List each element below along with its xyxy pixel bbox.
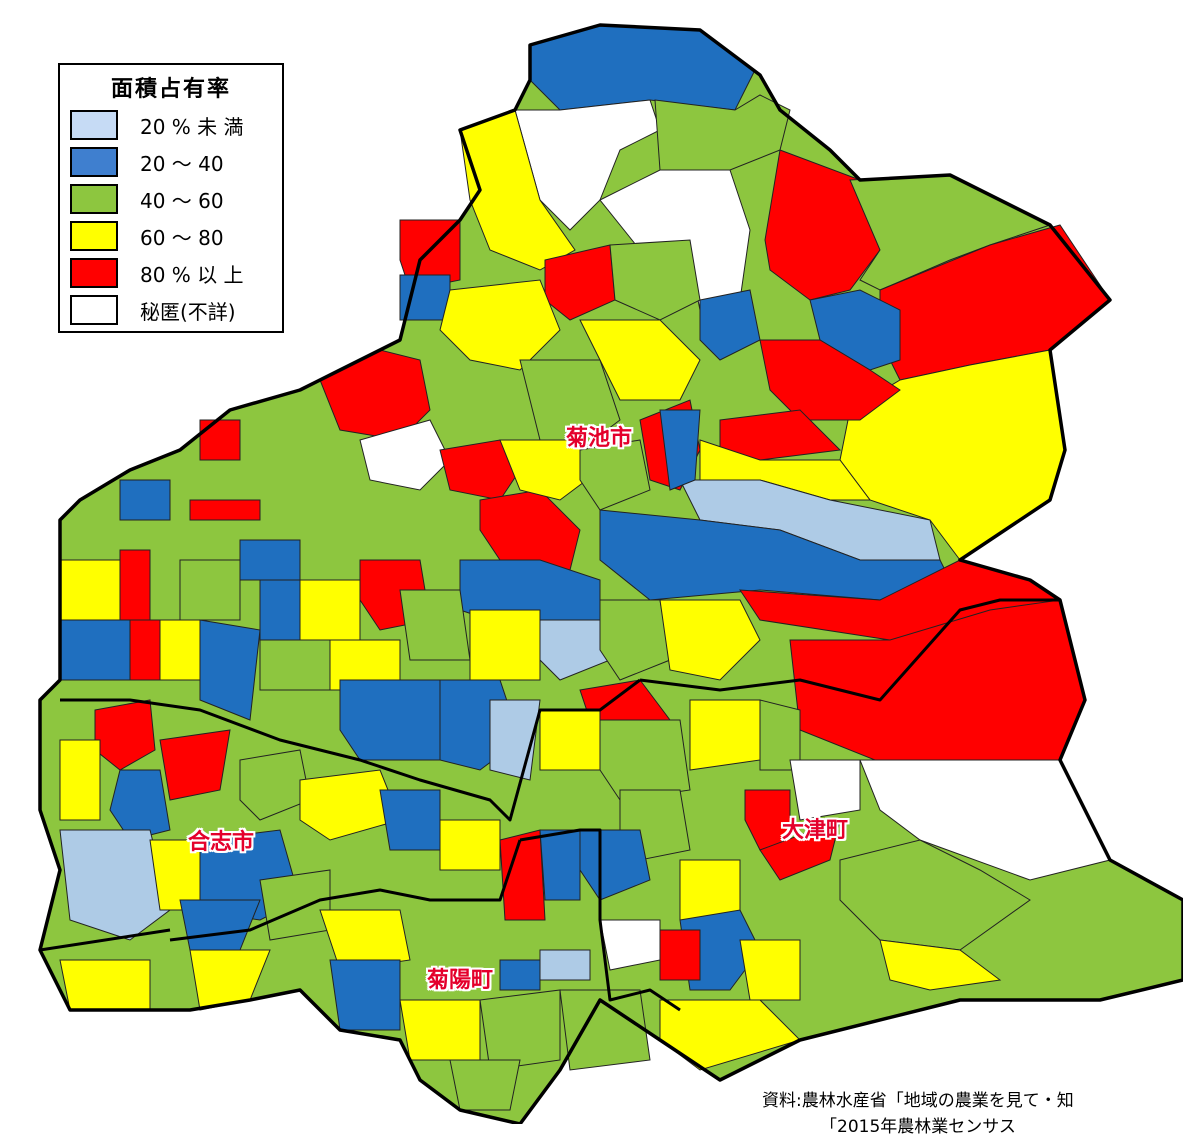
- region-yellow: [319, 909, 411, 971]
- legend-label: 秘匿(不詳): [140, 299, 236, 324]
- region-blue: [659, 409, 701, 491]
- region-yellow: [189, 949, 271, 1011]
- region-blue: [539, 829, 581, 901]
- map-legend: 面積占有率 20 % 未 満 20 〜 40 40 〜 60 60 〜 80 8…: [58, 63, 284, 333]
- region-red: [119, 549, 151, 621]
- region-green: [599, 599, 671, 681]
- region-blue: [119, 479, 171, 521]
- region-yellow: [439, 819, 501, 871]
- region-yellow: [439, 279, 561, 371]
- region-green: [449, 1059, 521, 1111]
- region-yellow: [469, 609, 541, 681]
- city-label-kikuyo: 菊陽町: [427, 968, 494, 993]
- legend-label: 80 % 以 上: [140, 262, 244, 287]
- legend-swatch: [70, 258, 118, 288]
- city-label-ozu: 大津町: [782, 818, 849, 843]
- legend-swatch: [70, 147, 118, 177]
- region-red: [499, 829, 546, 921]
- legend-swatch: [70, 110, 118, 140]
- legend-item-over-80: 80 % 以 上: [70, 257, 244, 289]
- region-red: [659, 929, 701, 981]
- region-blue: [379, 789, 441, 851]
- region-yellow: [739, 939, 801, 1001]
- region-yellow: [659, 999, 801, 1071]
- region-green: [239, 749, 311, 821]
- source-note-sub: 「2015年農林業センサス: [820, 1117, 1016, 1137]
- city-label-koshi: 合志市: [188, 830, 255, 855]
- region-blue: [239, 539, 301, 581]
- region-green: [479, 989, 561, 1071]
- region-green: [519, 359, 621, 451]
- region-red: [719, 409, 842, 461]
- region-green: [599, 719, 691, 801]
- region-white: [789, 759, 861, 821]
- region-green: [399, 589, 471, 661]
- legend-label: 60 〜 80: [140, 225, 224, 250]
- region-green: [579, 439, 651, 511]
- region-blue: [699, 289, 761, 361]
- legend-item-under-20: 20 % 未 満: [70, 109, 244, 141]
- region-white: [514, 99, 661, 231]
- region-green: [179, 559, 241, 621]
- city-label-kikuchi: 菊池市: [566, 426, 633, 451]
- region-blue: [529, 24, 756, 111]
- region-red: [159, 729, 231, 801]
- map-regions: [40, 24, 1183, 1124]
- legend-swatch: [70, 295, 118, 325]
- municipality-boundaries: [38, 23, 1183, 1124]
- legend-swatch: [70, 184, 118, 214]
- region-yellow: [299, 769, 401, 841]
- legend-item-confidential: 秘匿(不詳): [70, 294, 236, 326]
- legend-item-60-80: 60 〜 80: [70, 220, 224, 252]
- source-note: 資料:農林水産省「地域の農業を見て・知: [762, 1091, 1074, 1111]
- municipal-boundary: [60, 678, 641, 822]
- legend-swatch: [70, 221, 118, 251]
- region-yellow: [399, 999, 481, 1061]
- region-red: [439, 439, 521, 501]
- region-green: [559, 989, 651, 1071]
- municipal-boundary: [39, 928, 171, 952]
- region-green: [259, 639, 331, 691]
- region-red: [129, 619, 161, 681]
- region-yellow: [59, 959, 151, 1011]
- region-lightblue: [59, 829, 171, 941]
- region-blue: [199, 619, 261, 721]
- region-red: [199, 419, 241, 461]
- legend-title: 面積占有率: [110, 77, 231, 102]
- legend-label: 20 % 未 満: [140, 114, 244, 139]
- legend-label: 40 〜 60: [140, 188, 224, 213]
- region-yellow: [299, 579, 361, 641]
- region-red: [189, 499, 261, 521]
- municipal-boundary: [519, 828, 681, 1012]
- legend-label: 20 〜 40: [140, 151, 224, 176]
- outer-boundary: [38, 23, 1183, 1124]
- region-green: [259, 869, 331, 941]
- region-blue: [339, 679, 441, 761]
- region-yellow: [689, 699, 761, 771]
- region-blue: [329, 959, 401, 1031]
- region-blue: [59, 619, 131, 681]
- region-red: [759, 339, 901, 421]
- region-blue: [499, 959, 541, 991]
- region-green: [839, 839, 1031, 951]
- municipal-boundary: [639, 598, 1060, 702]
- region-yellow: [59, 559, 121, 621]
- region-yellow: [159, 619, 201, 681]
- region-green: [609, 239, 701, 321]
- region-yellow: [659, 599, 761, 681]
- municipal-boundary: [169, 839, 522, 942]
- legend-item-40-60: 40 〜 60: [70, 183, 224, 215]
- region-white: [359, 419, 451, 491]
- region-yellow: [879, 939, 1002, 991]
- region-yellow: [59, 739, 101, 821]
- legend-item-20-40: 20 〜 40: [70, 146, 224, 178]
- region-red: [759, 819, 841, 881]
- region-yellow: [499, 439, 601, 501]
- region-yellow: [539, 709, 601, 771]
- region-lightblue: [539, 949, 591, 981]
